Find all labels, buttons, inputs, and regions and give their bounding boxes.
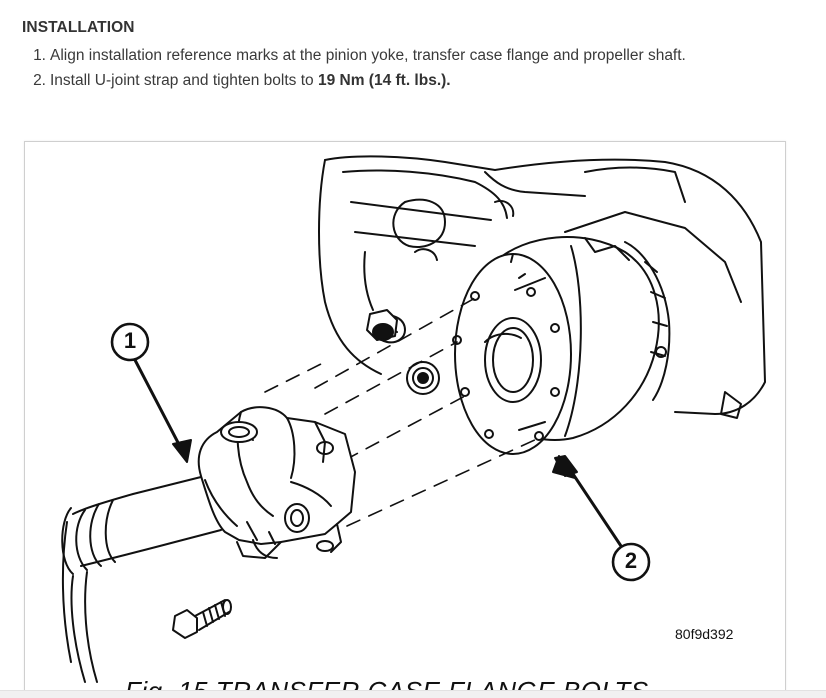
step-item: 2.Install U-joint strap and tighten bolt… <box>22 68 686 93</box>
step-text: Install U-joint strap and tighten bolts … <box>50 72 318 89</box>
propeller-shaft <box>61 475 222 683</box>
step-number: 1. <box>33 47 46 64</box>
step-number: 2. <box>33 72 46 89</box>
step-item: 1.Align installation reference marks at … <box>22 43 686 68</box>
page-bottom-edge <box>0 690 826 698</box>
section-heading: INSTALLATION <box>22 19 135 36</box>
step-text: Align installation reference marks at th… <box>50 47 686 64</box>
callout-1-label: 1 <box>123 328 137 353</box>
u-joint-bolt <box>172 599 232 639</box>
callout-2-label: 2 <box>624 548 638 573</box>
alignment-lines <box>264 297 540 527</box>
transfer-case-illustration <box>61 155 766 683</box>
callout-1 <box>110 322 192 463</box>
pinion-yoke <box>197 406 356 559</box>
torque-spec: 19 Nm (14 ft. lbs.). <box>317 72 451 89</box>
figure-id: 80f9d392 <box>675 626 734 642</box>
transfer-case-flange <box>452 236 660 455</box>
callout-2 <box>552 455 651 582</box>
installation-steps: 1.Align installation reference marks at … <box>22 43 686 93</box>
figure-frame: 1 2 80f9d392 Fig. 15 TRANSFER CASE FLANG… <box>24 141 786 698</box>
housing-bolts <box>366 309 440 395</box>
